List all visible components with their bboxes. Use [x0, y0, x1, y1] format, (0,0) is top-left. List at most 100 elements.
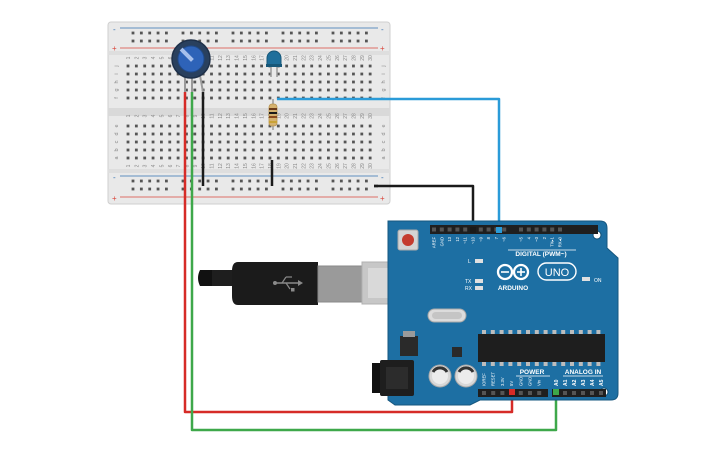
- analog-label: ANALOG IN: [565, 369, 602, 376]
- digital-pin-hole[interactable]: [432, 227, 436, 232]
- digital-pin-hole[interactable]: [534, 227, 539, 232]
- power-pin-hole[interactable]: [491, 391, 496, 395]
- breadboard-hole: [226, 72, 230, 76]
- chip-pin: [490, 330, 495, 334]
- power-pin-hole[interactable]: [518, 391, 523, 395]
- breadboard-hole: [335, 156, 339, 160]
- power-pin-hole[interactable]: [482, 391, 486, 395]
- digital-pin-label: 2: [542, 236, 547, 239]
- rail-hole: [206, 31, 210, 35]
- breadboard-hole: [226, 64, 230, 68]
- breadboard-hole: [268, 96, 272, 100]
- breadboard-hole: [151, 64, 155, 68]
- rail-hole: [289, 31, 293, 35]
- breadboard-hole: [251, 88, 255, 92]
- breadboard-hole: [126, 148, 130, 152]
- wire-black-gnd[interactable]: [374, 184, 475, 232]
- breadboard-hole: [235, 88, 238, 92]
- digital-pin-hole[interactable]: [486, 227, 491, 232]
- digital-pin-hole[interactable]: [542, 227, 547, 232]
- resistor[interactable]: [268, 99, 278, 130]
- analog-pin-hole[interactable]: [563, 391, 567, 395]
- column-number: 16: [251, 113, 257, 119]
- on-label: ON: [594, 278, 602, 284]
- digital-pin-label: 7: [494, 236, 499, 239]
- rail-hole: [365, 39, 368, 43]
- power-pin-hole[interactable]: [537, 391, 542, 395]
- breadboard-hole: [310, 140, 314, 144]
- potentiometer-slot: [179, 47, 194, 62]
- rail-hole: [239, 187, 243, 191]
- column-number: 12: [218, 163, 224, 169]
- analog-pin-label: A3: [581, 379, 587, 386]
- digital-pin-hole[interactable]: [519, 227, 523, 232]
- wire-end-gnd: [470, 227, 476, 233]
- rail-hole: [356, 179, 360, 183]
- rail-hole: [331, 187, 335, 191]
- rail-hole: [231, 179, 235, 183]
- digital-pin-hole[interactable]: [526, 227, 531, 232]
- wire-red-5v[interactable]: [183, 92, 514, 414]
- usb-cable-tip: [198, 270, 215, 286]
- rail-sign-bottom-right-plus: +: [380, 194, 385, 203]
- breadboard-hole: [268, 72, 272, 76]
- column-number: 11: [210, 55, 216, 60]
- digital-pin-hole[interactable]: [463, 227, 468, 232]
- breadboard-hole: [343, 132, 347, 136]
- led[interactable]: [266, 50, 282, 77]
- rail-hole: [248, 31, 252, 35]
- digital-pin-hole[interactable]: [478, 227, 483, 232]
- chip-pin: [596, 330, 601, 334]
- digital-pin-hole[interactable]: [502, 227, 507, 232]
- wire-blue-pin11[interactable]: [277, 97, 501, 232]
- column-number: 29: [360, 55, 366, 61]
- rail-hole: [339, 179, 343, 183]
- analog-pin-hole[interactable]: [572, 391, 576, 395]
- digital-pin-hole[interactable]: [455, 227, 460, 232]
- breadboard-hole: [360, 64, 364, 68]
- chip-pin: [534, 330, 539, 334]
- wire-green-a0[interactable]: [190, 92, 558, 432]
- chip-pin: [543, 330, 548, 334]
- power-pin-hole[interactable]: [500, 391, 505, 395]
- breadboard-hole: [143, 96, 147, 100]
- digital-pin-hole[interactable]: [447, 227, 452, 232]
- breadboard-hole: [176, 88, 180, 92]
- digital-pin-hole[interactable]: [439, 227, 444, 232]
- column-number: 19: [276, 113, 282, 119]
- chip-pin: [587, 362, 592, 366]
- digital-pin-hole[interactable]: [558, 227, 562, 232]
- breadboard-hole: [368, 88, 372, 92]
- breadboard-hole: [185, 148, 188, 152]
- wire-end-5v: [509, 389, 515, 395]
- analog-pin-hole[interactable]: [581, 391, 585, 395]
- usb-cable[interactable]: [198, 261, 418, 305]
- rail-hole: [348, 31, 352, 35]
- breadboard-hole: [226, 140, 230, 144]
- breadboard-hole: [193, 140, 197, 144]
- column-number: 14: [235, 163, 241, 169]
- potentiometer[interactable]: [171, 39, 211, 93]
- rail-hole: [339, 31, 343, 35]
- breadboard-hole: [251, 124, 255, 128]
- column-number: 26: [335, 113, 341, 119]
- breadboard-hole: [276, 132, 280, 136]
- power-pin-hole[interactable]: [528, 391, 532, 395]
- chip-pins: [482, 330, 601, 366]
- digital-pin-hole[interactable]: [550, 227, 555, 232]
- chip-pin: [517, 362, 522, 366]
- analog-pin-hole[interactable]: [599, 391, 603, 395]
- breadboard-hole: [134, 156, 138, 160]
- column-number: 21: [293, 55, 299, 61]
- rail-hole: [289, 39, 293, 43]
- breadboard-hole: [335, 148, 339, 152]
- breadboard-hole: [226, 80, 230, 84]
- breadboard-hole: [251, 64, 255, 68]
- reset-button[interactable]: [397, 229, 419, 251]
- breadboard-hole: [235, 140, 238, 144]
- digital-pin-label: ~10: [471, 236, 476, 244]
- analog-pin-hole[interactable]: [590, 391, 594, 395]
- breadboard-hole: [160, 96, 163, 100]
